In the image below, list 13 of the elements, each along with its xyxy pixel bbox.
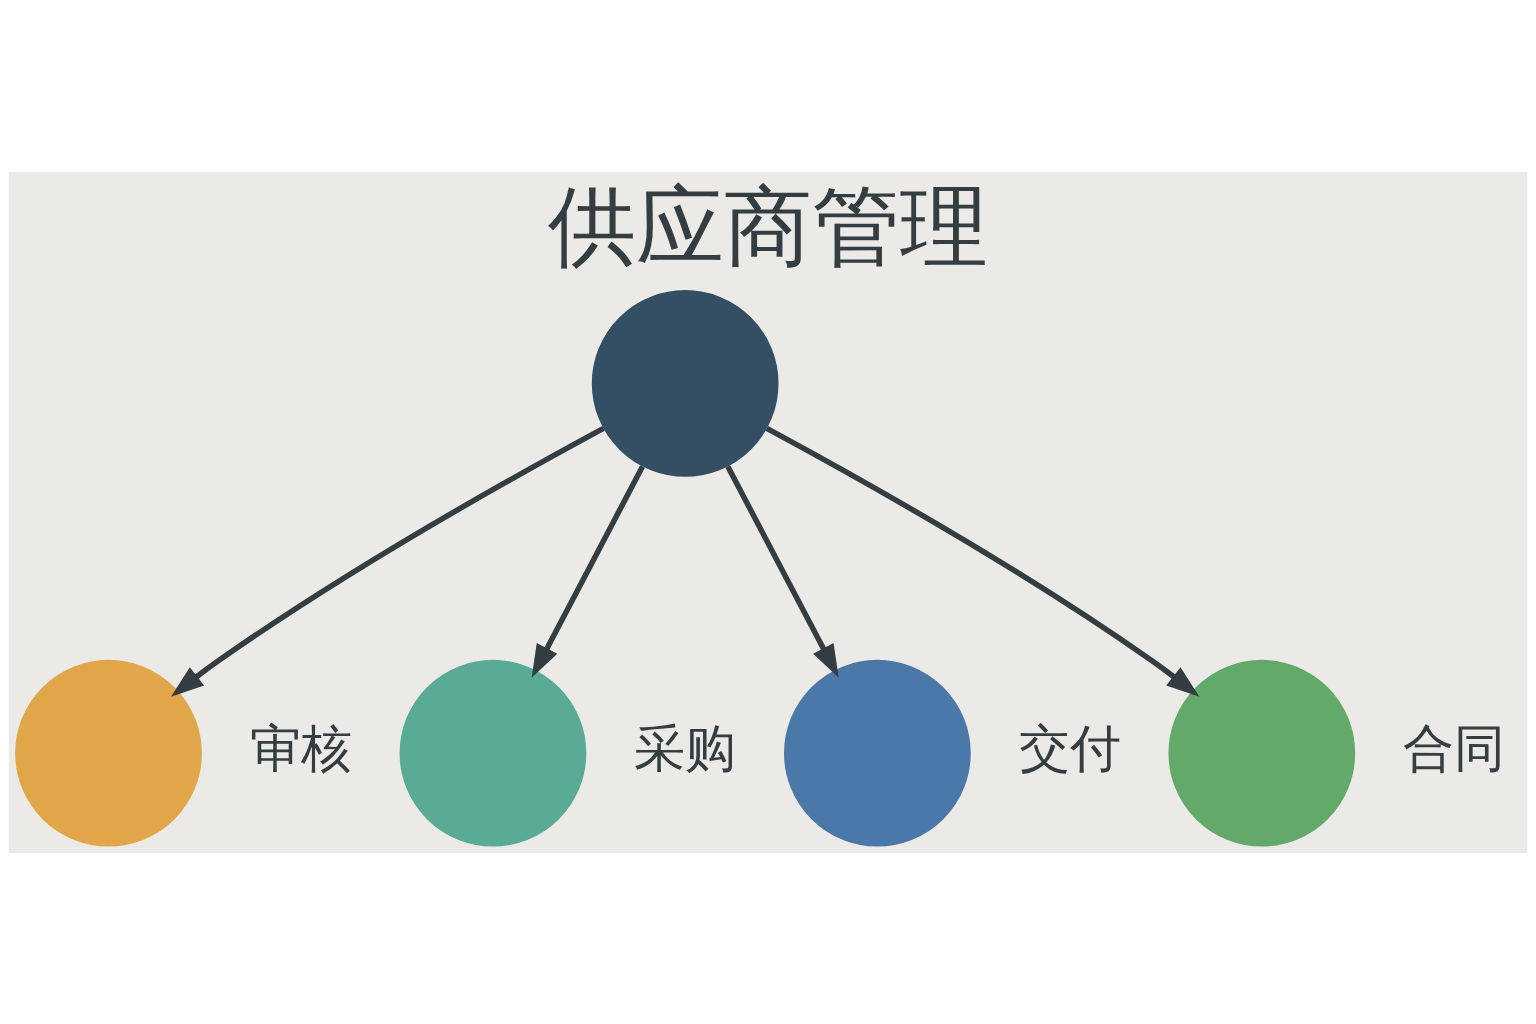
arrow — [171, 425, 605, 697]
diagram-title: 供应商管理 — [548, 174, 988, 278]
node-circle — [399, 659, 587, 847]
node-label: 合同 — [1403, 717, 1506, 778]
arrow — [531, 464, 645, 678]
node-label: 审核 — [249, 717, 352, 778]
node-circle — [15, 659, 202, 847]
node-label: 交付 — [1018, 717, 1121, 778]
node-label: 采购 — [634, 717, 737, 778]
arrow — [725, 464, 839, 678]
node-circle — [591, 289, 779, 477]
arrow — [765, 425, 1200, 697]
node-circle — [784, 659, 971, 847]
